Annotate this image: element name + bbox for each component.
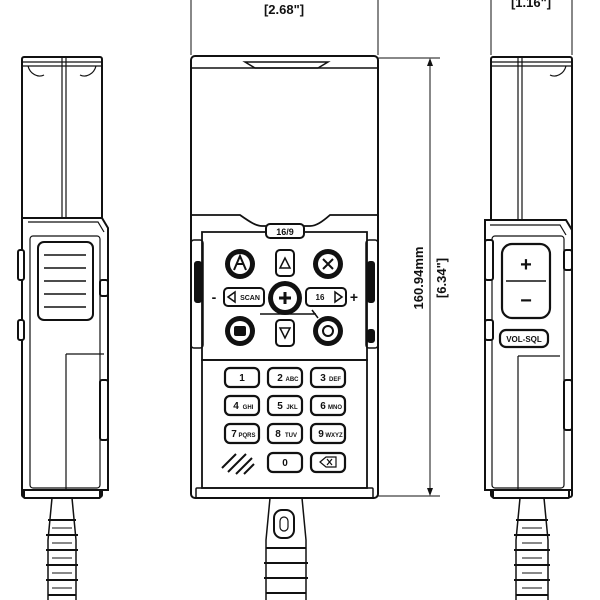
ch-16-9-button[interactable] (265, 223, 305, 239)
ch-16-9-label: 16/9 (276, 227, 294, 237)
menu-button[interactable] (225, 316, 255, 346)
scan-label: SCAN (240, 295, 260, 302)
vol-sql-button[interactable] (498, 328, 550, 349)
key-2-letters: ABC (286, 377, 300, 383)
speaker-grille (221, 453, 255, 475)
down-arrow-button[interactable] (275, 319, 295, 347)
key-9[interactable] (309, 422, 347, 445)
vol-sql-label: VOL-SQL (506, 335, 542, 344)
backspace-icon (319, 456, 337, 468)
key-back[interactable] (309, 451, 347, 474)
ok-joystick-button[interactable] (268, 281, 302, 315)
distress-button[interactable] (225, 249, 255, 279)
key-0[interactable] (266, 451, 304, 474)
key-9-letters: WXYZ (325, 433, 343, 439)
key-3-label: 3 (320, 373, 326, 384)
key-2-label: 2 (277, 373, 283, 384)
distress-icon (233, 253, 247, 271)
left-arrow-icon (226, 290, 236, 304)
dual-watch-star (260, 309, 319, 319)
top-depth-inches: [1.16"] (511, 0, 551, 10)
down-arrow-icon (278, 327, 292, 340)
left-side-view (17, 56, 109, 600)
key-4[interactable] (223, 394, 261, 417)
key-2[interactable] (266, 366, 304, 389)
volume-up-icon: + (520, 254, 532, 276)
joystick-icon (279, 292, 291, 304)
height-inches-label: [6.34"] (434, 258, 449, 298)
key-4-label: 4 (233, 401, 239, 412)
right-side-view (484, 56, 573, 600)
volume-rocker[interactable] (500, 242, 552, 320)
height-mm-label: 160.94mm (411, 247, 426, 310)
menu-icon (234, 326, 246, 336)
volume-down-icon: − (520, 290, 532, 312)
key-7[interactable] (223, 422, 261, 445)
key-6-letters: MNO (328, 405, 342, 411)
right-arrow-icon (334, 290, 344, 304)
key-6[interactable] (309, 394, 347, 417)
top-width-inches: [2.68"] (264, 2, 304, 17)
key-8-label: 8 (275, 429, 281, 440)
key-5[interactable] (266, 394, 304, 417)
key-5-letters: JKL (286, 405, 298, 411)
key-8-letters: TUV (285, 433, 297, 439)
up-arrow-button[interactable] (275, 249, 295, 277)
key-1-label: 1 (239, 373, 245, 384)
key-8[interactable] (266, 422, 304, 445)
dimension-lines (190, 0, 573, 497)
key-3-letters: DEF (329, 377, 341, 383)
key-3[interactable] (309, 366, 347, 389)
plus-sign: + (350, 289, 358, 305)
key-7-letters: PQRS (238, 433, 255, 439)
scan-left-button[interactable] (223, 287, 265, 307)
key-0-label: 0 (282, 458, 288, 469)
sixteen-label: 16 (316, 293, 325, 302)
minus-sign: - (212, 289, 217, 305)
clear-x-icon (322, 258, 334, 270)
keypad-labels: 1 2 ABC 3 DEF 4 GHI 5 JKL 6 MNO 7 PQRS 8… (231, 373, 343, 469)
key-5-label: 5 (277, 401, 283, 412)
key-9-label: 9 (318, 429, 324, 440)
key-6-label: 6 (320, 401, 326, 412)
keypad (221, 366, 347, 475)
clear-button[interactable] (313, 249, 343, 279)
key-7-label: 7 (231, 429, 237, 440)
key-4-letters: GHI (243, 405, 254, 411)
ptt-scan-button[interactable] (313, 316, 343, 346)
key-1[interactable] (223, 366, 261, 389)
up-arrow-icon (278, 256, 292, 269)
gear-icon (322, 325, 334, 337)
sixteen-right-button[interactable] (305, 287, 347, 307)
